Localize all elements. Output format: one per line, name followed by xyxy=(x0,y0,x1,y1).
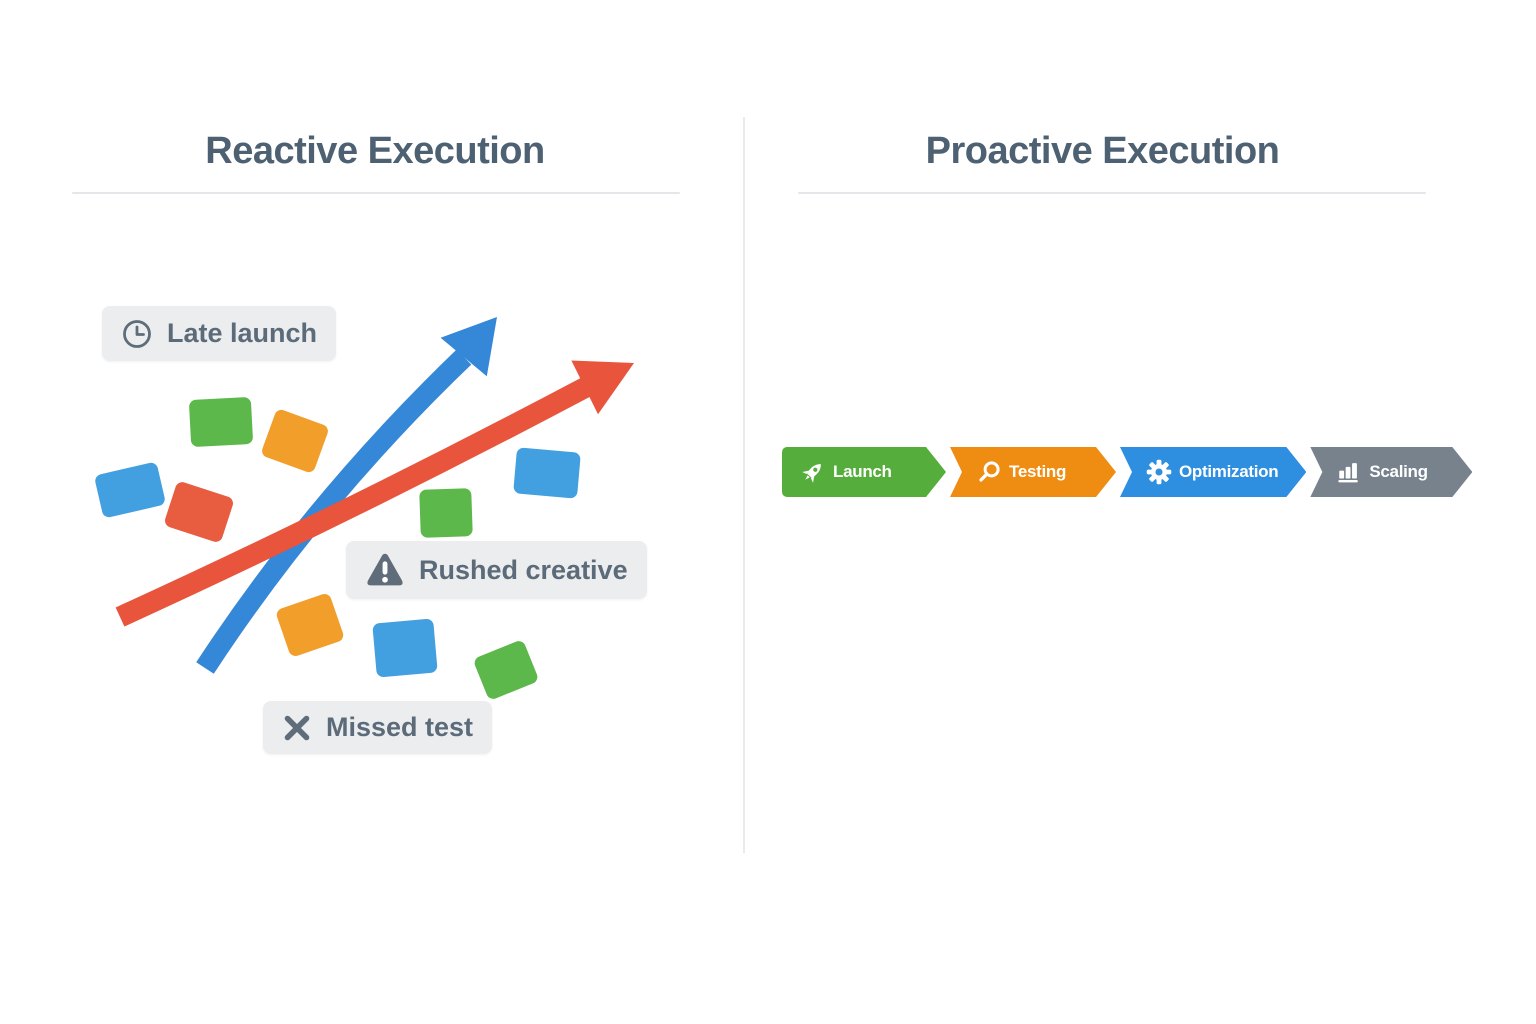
block-green-1 xyxy=(189,397,253,447)
bar-chart-icon xyxy=(1336,459,1362,485)
left-title-underline xyxy=(72,192,680,194)
late-launch-label: Late launch xyxy=(167,318,318,348)
block-blue-3 xyxy=(372,619,438,677)
late-launch-chip: Late launch xyxy=(102,306,337,361)
stage-scaling-label: Scaling xyxy=(1369,462,1428,481)
rushed-creative-label: Rushed creative xyxy=(419,554,628,585)
right-panel-title: Proactive Execution xyxy=(925,130,1280,172)
red-trend-arrow xyxy=(115,360,634,627)
block-green-2 xyxy=(419,488,473,538)
stage-optimization: Optimization xyxy=(1120,447,1306,497)
reactive-chaos-graphic xyxy=(95,317,634,699)
rocket-icon xyxy=(800,459,826,485)
x-icon xyxy=(284,715,310,740)
gear-icon xyxy=(1146,459,1172,485)
blue-trend-arrow xyxy=(196,317,497,674)
proactive-pipeline: Launch Testing Optimization xyxy=(782,447,1472,497)
search-icon xyxy=(976,459,1002,485)
stage-optimization-label: Optimization xyxy=(1179,462,1279,481)
block-blue-1 xyxy=(95,462,165,518)
stage-scaling: Scaling xyxy=(1310,447,1472,497)
stage-testing-label: Testing xyxy=(1009,462,1067,481)
stage-testing: Testing xyxy=(950,447,1116,497)
panel-divider xyxy=(743,117,745,853)
stage-launch: Launch xyxy=(782,447,946,497)
right-title-underline xyxy=(798,192,1426,194)
left-panel-title: Reactive Execution xyxy=(205,130,545,172)
block-blue-2 xyxy=(513,447,581,499)
missed-test-chip: Missed test xyxy=(263,701,493,754)
warning-icon xyxy=(367,553,403,586)
block-green-3 xyxy=(474,641,538,699)
block-orange-2 xyxy=(276,593,344,657)
rushed-creative-chip: Rushed creative xyxy=(346,541,647,599)
clock-icon xyxy=(123,319,151,348)
block-red-1 xyxy=(165,482,233,542)
missed-test-label: Missed test xyxy=(326,712,474,742)
scattered-blocks xyxy=(95,397,581,699)
stage-launch-label: Launch xyxy=(833,462,892,481)
block-orange-1 xyxy=(262,409,328,473)
